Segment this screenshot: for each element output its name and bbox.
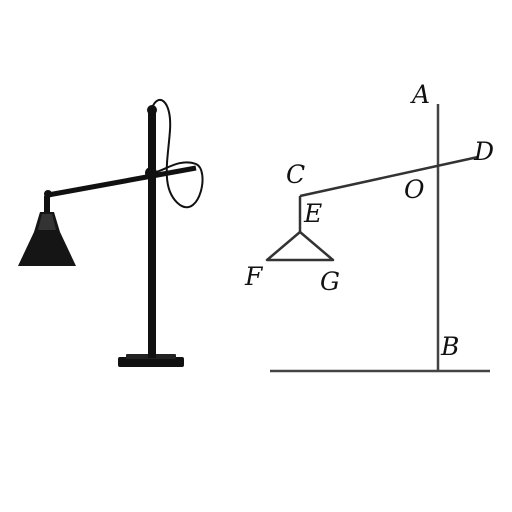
label-C: C [286,160,305,189]
label-E: E [303,199,322,228]
label-D: D [473,137,494,166]
label-F: F [244,262,264,291]
lamp-shade [18,212,76,266]
lamp-hanger [44,196,50,212]
lamp-shade-top [38,214,56,230]
desk-lamp-photo [18,99,204,367]
lamp-cord [151,99,204,209]
label-B: B [440,332,459,361]
label-O: O [404,175,425,204]
lamp-pole [148,108,156,358]
lamp-pole-cap [147,105,157,115]
schematic-diagram [265,104,490,373]
lamp-base [118,357,184,367]
lever-CD [299,155,479,198]
label-A: A [410,80,430,109]
triangle-EFG [265,230,335,262]
lamp-arm [47,165,197,198]
label-G: G [320,267,340,296]
